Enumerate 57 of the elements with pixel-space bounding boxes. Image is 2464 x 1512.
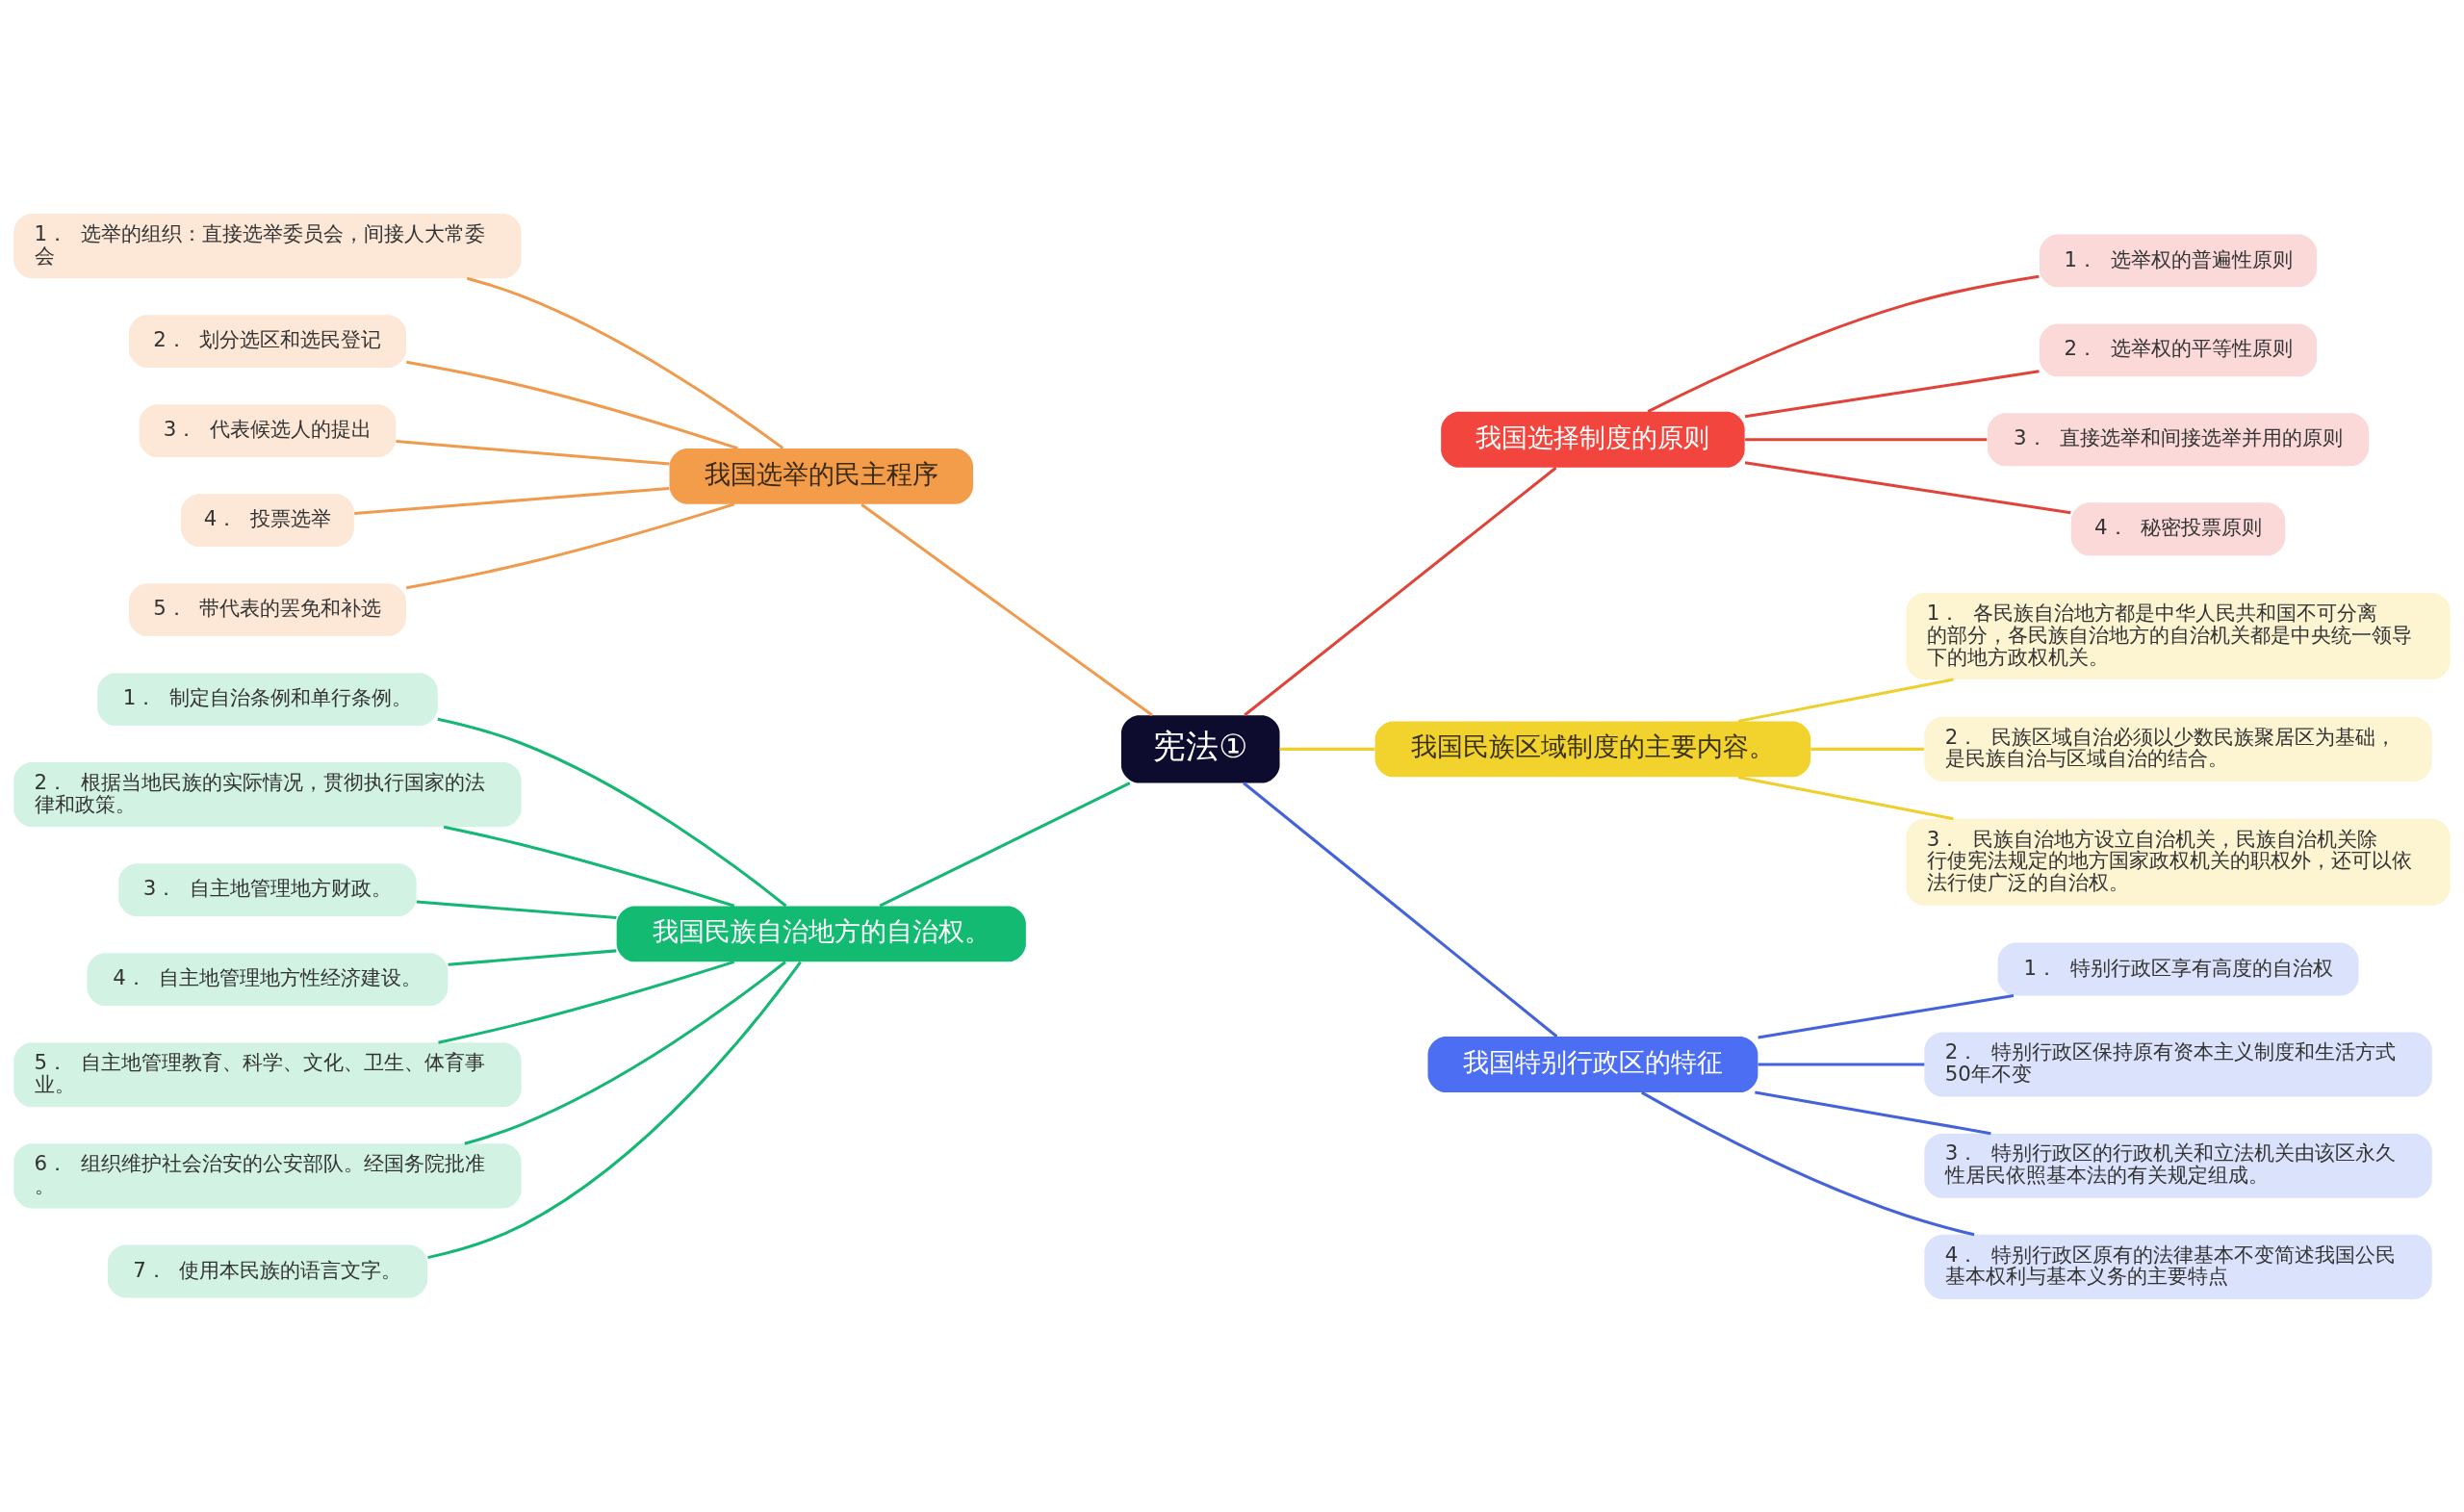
connector	[879, 781, 1131, 908]
node-box: 3． 民族自治地方设立自治机关，民族自治机关除行使宪法规定的地方国家政权机关的职权外，还可以依法行使广泛的自治权。	[1906, 818, 2451, 906]
connector	[1758, 993, 2015, 1038]
node-box: 我国选举的民主程序	[669, 448, 973, 504]
node-box: 我国特别行政区的特征	[1427, 1036, 1758, 1092]
connector	[406, 360, 738, 449]
connector	[860, 502, 1153, 716]
node-box: 2． 民族区域自治必须以少数民族聚居区为基础，是民族自治与区域自治的结合。	[1924, 716, 2432, 782]
node-box: 4． 投票选举	[181, 493, 354, 547]
connector	[1744, 460, 2071, 514]
node-box: 4． 秘密投票原则	[2070, 501, 2286, 555]
node-box: 2． 根据当地民族的实际情况，贯彻执行国家的法律和政策。	[13, 761, 522, 827]
connector	[1755, 1090, 1991, 1135]
connector	[1744, 369, 2040, 418]
node-box: 3． 特别行政区的行政机关和立法机关由该区永久性居民依照基本法的有关规定组成。	[1924, 1133, 2432, 1198]
connector	[464, 960, 786, 1145]
node-box: 我国选择制度的原则	[1441, 411, 1745, 468]
node-box: 3． 直接选举和间接选举并用的原则	[1987, 412, 2370, 466]
node-box: 1． 特别行政区享有高度的自治权	[1997, 942, 2359, 995]
connector	[354, 486, 670, 515]
node-box: 4． 特别行政区原有的法律基本不变简述我国公民基本权利与基本义务的主要特点	[1924, 1234, 2432, 1299]
node-box: 2． 选举权的平等性原则	[2040, 322, 2318, 376]
node-box: 2． 特别行政区保持原有资本主义制度和生活方式50年不变	[1924, 1032, 2432, 1097]
node-box: 1． 选举的组织：直接选举委员会，间接人大常委会	[13, 213, 522, 278]
connector	[466, 276, 784, 449]
node-box: 7． 使用本民族的语言文字。	[107, 1244, 428, 1297]
connector	[405, 501, 735, 589]
connector	[1244, 466, 1557, 716]
node-box: 1． 各民族自治地方都是中华人民共和国不可分离的部分，各民族自治地方的自治机关都是中央统一领导下的地方政权机关。	[1906, 592, 2451, 679]
node-box: 我国民族自治地方的自治权。	[616, 905, 1026, 961]
connector	[1641, 1090, 1975, 1236]
node-box: 我国民族区域制度的主要内容。	[1374, 720, 1811, 777]
connector	[1243, 781, 1558, 1038]
node-box: 3． 代表候选人的提出	[139, 403, 397, 457]
connector	[448, 948, 617, 966]
node-box: 6． 组织维护社会治安的公安部队。经国务院批准。	[13, 1142, 522, 1208]
connector	[1745, 437, 1988, 441]
node-box: 1． 选举权的普遍性原则	[2040, 233, 2318, 287]
connector	[416, 899, 617, 919]
node-box: 1． 制定自治条例和单行条例。	[97, 672, 438, 726]
connector	[1737, 775, 1954, 820]
connector	[1647, 274, 2040, 413]
connector	[437, 717, 787, 907]
connector	[427, 961, 802, 1259]
node-box: 5． 带代表的罢免和补选	[128, 582, 406, 636]
connector	[1758, 1063, 1925, 1066]
node-box: 宪法①	[1120, 714, 1280, 782]
node-box: 4． 自主地管理地方性经济建设。	[87, 952, 449, 1006]
node-box: 2． 划分选区和选民登记	[128, 314, 406, 368]
connector	[438, 960, 735, 1044]
connector	[1737, 678, 1954, 723]
node-box: 5． 自主地管理教育、科学、文化、卫生、体育事业。	[13, 1041, 522, 1107]
connector	[396, 439, 670, 466]
connector	[443, 825, 735, 908]
connector	[1810, 747, 1924, 751]
connector	[1279, 747, 1375, 751]
node-box: 3． 自主地管理地方财政。	[118, 862, 417, 916]
